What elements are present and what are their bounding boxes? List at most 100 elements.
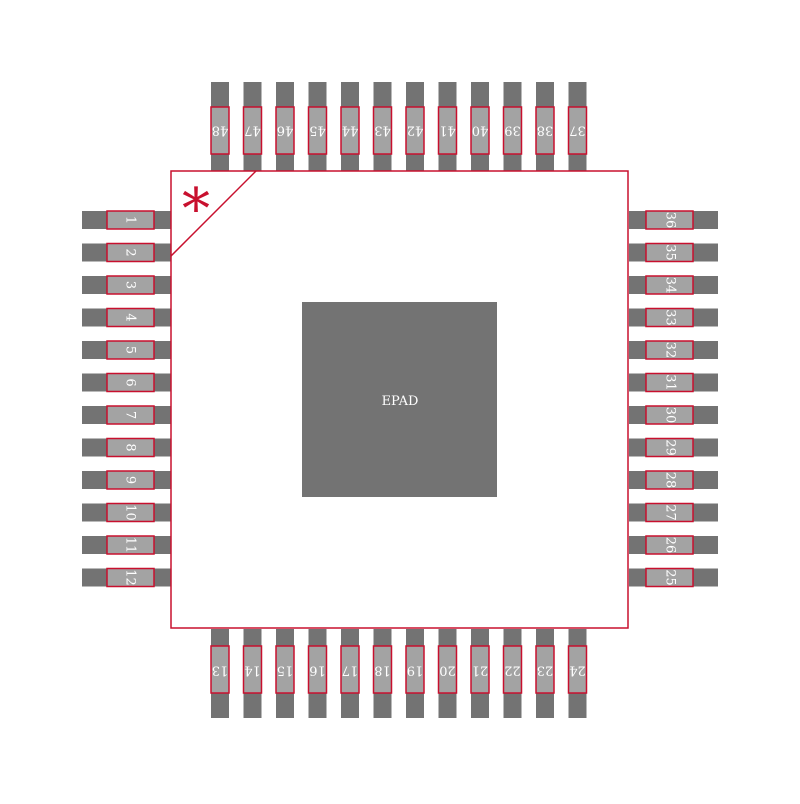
pad-outline bbox=[535, 645, 555, 694]
pin-8 bbox=[82, 437, 171, 458]
pad-outline bbox=[106, 470, 155, 490]
pin-22 bbox=[502, 629, 523, 718]
pad-outline bbox=[405, 106, 425, 155]
pin-40 bbox=[470, 82, 490, 171]
pad-outline bbox=[210, 106, 230, 155]
pad-outline bbox=[645, 567, 694, 588]
pin-label: 42 bbox=[407, 123, 424, 138]
pad-outline bbox=[645, 437, 694, 458]
pin-label: 33 bbox=[663, 309, 678, 326]
pin-20 bbox=[437, 629, 458, 718]
pin-28 bbox=[629, 470, 718, 490]
pin-label: 36 bbox=[663, 212, 678, 229]
pad-outline bbox=[645, 210, 694, 230]
pin-label: 35 bbox=[663, 244, 678, 261]
pin-label: 6 bbox=[123, 378, 138, 386]
pin-15 bbox=[275, 629, 295, 718]
pin-31 bbox=[629, 372, 718, 393]
pin-label: 12 bbox=[123, 569, 138, 586]
pin-29 bbox=[629, 437, 718, 458]
pin-label: 23 bbox=[537, 663, 554, 678]
pad-outline bbox=[405, 645, 425, 694]
pin-39 bbox=[502, 82, 523, 171]
pad-outline bbox=[106, 405, 155, 425]
pad-outline bbox=[106, 535, 155, 555]
pin-16 bbox=[307, 629, 328, 718]
pin-25 bbox=[629, 567, 718, 588]
pin-label: 48 bbox=[212, 123, 229, 138]
pad-outline bbox=[106, 275, 155, 295]
pad-outline bbox=[645, 535, 694, 555]
pin-1 bbox=[82, 210, 171, 230]
pin-3 bbox=[82, 275, 171, 295]
pad-outline bbox=[470, 645, 490, 694]
pin-26 bbox=[629, 535, 718, 555]
pin-label: 39 bbox=[504, 123, 521, 138]
pin-17 bbox=[340, 629, 360, 718]
pad-outline bbox=[567, 106, 588, 155]
pin-label: 27 bbox=[663, 504, 678, 521]
pad-outline bbox=[106, 340, 155, 360]
pin-38 bbox=[535, 82, 555, 171]
pad-outline bbox=[567, 645, 588, 694]
pad-outline bbox=[470, 106, 490, 155]
pad-outline bbox=[275, 645, 295, 694]
pad-outline bbox=[645, 405, 694, 425]
pad-outline bbox=[242, 106, 263, 155]
pin-42 bbox=[405, 82, 425, 171]
pad-outline bbox=[645, 340, 694, 360]
pin-label: 28 bbox=[663, 472, 678, 489]
pin-30 bbox=[629, 405, 718, 425]
pin-label: 1 bbox=[123, 216, 138, 224]
pads-layer bbox=[82, 82, 718, 718]
pin-41 bbox=[437, 82, 458, 171]
pad-outline bbox=[106, 437, 155, 458]
pin-label: 38 bbox=[537, 123, 554, 138]
pin-7 bbox=[82, 405, 171, 425]
pin-34 bbox=[629, 275, 718, 295]
pin-label: 11 bbox=[123, 537, 138, 554]
pin-23 bbox=[535, 629, 555, 718]
pin-label: 31 bbox=[663, 374, 678, 391]
pin-label: 32 bbox=[663, 342, 678, 359]
pin-44 bbox=[340, 82, 360, 171]
pin-label: 22 bbox=[504, 663, 521, 678]
pin-label: 25 bbox=[663, 569, 678, 586]
pin-9 bbox=[82, 470, 171, 490]
pin-label: 45 bbox=[309, 123, 326, 138]
pad-outline bbox=[372, 106, 393, 155]
pin-label: 37 bbox=[569, 123, 586, 138]
pad-outline bbox=[645, 372, 694, 393]
exposed-pad bbox=[302, 302, 497, 497]
pin-label: 47 bbox=[244, 123, 261, 138]
pin-label: 21 bbox=[472, 663, 489, 678]
pin-label: 20 bbox=[439, 663, 456, 678]
pin-18 bbox=[372, 629, 393, 718]
pin-label: 40 bbox=[472, 123, 489, 138]
pad-outline bbox=[437, 106, 458, 155]
pad-outline bbox=[275, 106, 295, 155]
pin-33 bbox=[629, 307, 718, 328]
pin-label: 7 bbox=[123, 411, 138, 419]
pad-outline bbox=[645, 502, 694, 523]
pad-outline bbox=[242, 645, 263, 694]
pin-37 bbox=[567, 82, 588, 171]
pin-label: 46 bbox=[277, 123, 294, 138]
pin-label: 5 bbox=[123, 346, 138, 354]
pin-label: 4 bbox=[123, 313, 138, 321]
pin-6 bbox=[82, 372, 171, 393]
pin-label: 24 bbox=[569, 663, 586, 678]
pin-32 bbox=[629, 340, 718, 360]
pad-outline bbox=[340, 106, 360, 155]
pad-outline bbox=[645, 242, 694, 263]
pin-label: 18 bbox=[374, 663, 391, 678]
pad-outline bbox=[106, 502, 155, 523]
pad-outline bbox=[645, 470, 694, 490]
pin-label: 29 bbox=[663, 439, 678, 456]
pin-label: 14 bbox=[244, 663, 261, 678]
pad-outline bbox=[645, 275, 694, 295]
pin-27 bbox=[629, 502, 718, 523]
